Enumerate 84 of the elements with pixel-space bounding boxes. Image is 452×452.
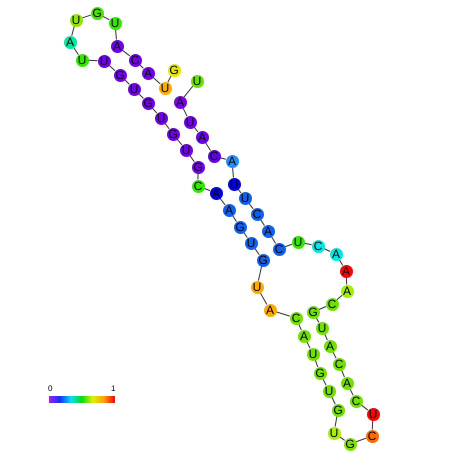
backbone-line: [82, 14, 92, 18]
nucleotide-circle: U: [108, 16, 122, 30]
nucleotide-circle: G: [256, 254, 270, 266]
nucleotide-circle: C: [208, 150, 220, 162]
nucleotide-circle: A: [142, 66, 154, 80]
nucleotide-circle: U: [328, 426, 340, 440]
nucleotide-circle: C: [128, 54, 142, 66]
nucleotide-circle: A: [262, 224, 274, 238]
nucleotide-circle: U: [238, 192, 252, 204]
backbone-line: [102, 16, 110, 20]
backbone-line: [356, 438, 366, 442]
backbone-line: [122, 50, 130, 56]
nucleotide-circle: A: [196, 130, 208, 144]
nucleotide-circle: U: [154, 112, 168, 124]
nucleotide-circle: U: [316, 322, 328, 334]
nucleotide-circle: C: [272, 242, 286, 256]
backbone-line: [115, 28, 117, 40]
nucleotide-circle: U: [70, 14, 82, 26]
nucleotide-circle: C: [312, 240, 324, 252]
nucleotide-circle: C: [326, 298, 338, 310]
nucleotide-circle: G: [142, 96, 154, 110]
nucleotide-circle: U: [366, 408, 380, 420]
nucleotide-circle: A: [340, 264, 352, 278]
nucleotide-circle: U: [98, 54, 110, 68]
backbone-line: [318, 306, 326, 310]
nucleotide-circle: A: [226, 154, 238, 168]
backbone-line: [276, 311, 290, 317]
backbone-line: [258, 266, 262, 282]
nucleotide-circle: G: [314, 366, 326, 380]
backbone-line: [372, 420, 374, 430]
nucleotide-circle: G: [114, 68, 126, 82]
nucleotide-circle: U: [158, 82, 172, 94]
nucleotide-circle: A: [330, 248, 342, 260]
nucleotide-circle: U: [228, 178, 240, 190]
backbone-line: [71, 26, 75, 36]
nucleotide-circle: G: [234, 220, 246, 234]
backbone-line: [88, 60, 98, 62]
backbone-line: [260, 292, 268, 305]
nucleotide-circle: U: [184, 116, 196, 128]
backbone-line: [152, 76, 161, 84]
backbone-line: [284, 244, 292, 248]
scale-label: 1: [111, 385, 116, 393]
backbone-line: [73, 46, 79, 56]
nucleotide-circle: A: [264, 304, 276, 316]
nucleotide-circle: C: [192, 180, 204, 192]
nucleotide-circle: C: [350, 394, 362, 408]
backbone-line: [304, 242, 312, 246]
nucleotide-circle: G: [168, 64, 180, 76]
backbone-line: [341, 370, 345, 378]
nucleotide-circle: A: [340, 284, 354, 298]
nucleotide-circle: U: [306, 348, 320, 360]
nucleotide-circle: A: [298, 330, 310, 342]
nucleotide-circle: U: [180, 144, 192, 156]
nucleotide-circle: U: [190, 74, 204, 88]
nucleotide-circle: A: [174, 96, 186, 108]
backbone-line: [204, 142, 212, 151]
nucleotide-circle: A: [64, 36, 76, 48]
nucleotide-circle: G: [332, 404, 344, 416]
nucleotide-circle: A: [222, 204, 236, 216]
nucleotide-circle: G: [192, 160, 204, 174]
scale-label: 0: [48, 385, 52, 393]
nucleotide-circle: U: [250, 280, 264, 294]
nucleotide-circle: G: [90, 6, 104, 20]
nucleotide-circle: G: [166, 128, 180, 140]
nucleotide-circle: A: [110, 40, 124, 52]
nucleotide-circle: A: [340, 376, 354, 390]
nucleotide-circle: U: [76, 54, 88, 66]
backbone-line: [346, 277, 348, 285]
backbone-line: [184, 86, 194, 98]
nucleotide-circle: A: [324, 340, 336, 352]
nucleotide-circle: C: [290, 312, 302, 324]
nucleotide-circle: U: [292, 236, 304, 248]
nucleotide-circle: C: [366, 430, 378, 442]
nucleotide-circle: U: [244, 236, 258, 250]
nucleotide-circle: G: [344, 438, 356, 450]
backbone-line: [232, 166, 234, 178]
nucleotide-circle: U: [322, 384, 336, 398]
nucleotide-circle: C: [332, 358, 346, 370]
nucleotide-circle: U: [128, 82, 140, 96]
backbone-line: [334, 416, 338, 428]
nucleotide-circle: A: [210, 186, 222, 200]
nucleotide-circle: G: [306, 306, 320, 318]
nucleotide-circle: C: [250, 208, 264, 220]
backbone-line: [182, 107, 188, 117]
